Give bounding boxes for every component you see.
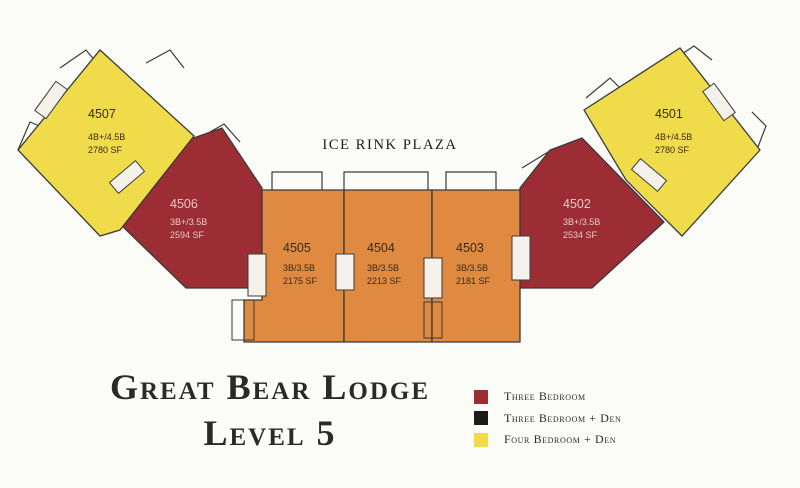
unit-number: 4505: [283, 241, 311, 255]
unit-beds: 4B+/4.5B: [88, 132, 125, 142]
unit-number: 4502: [563, 197, 591, 211]
unit-number: 4503: [456, 241, 484, 255]
unit-area: 2175 SF: [283, 276, 318, 286]
stair-cores: [34, 80, 736, 341]
legend: Three Bedroom Three Bedroom + Den Four B…: [474, 386, 621, 451]
label-4507: 4507 4B+/4.5B 2780 SF: [88, 107, 125, 155]
legend-label: Three Bedroom + Den: [504, 410, 622, 425]
unit-number: 4504: [367, 241, 395, 255]
unit-area: 2181 SF: [456, 276, 491, 286]
label-4505: 4505 3B/3.5B 2175 SF: [283, 241, 318, 286]
unit-area: 2594 SF: [170, 230, 205, 240]
plaza-label: ICE RINK PLAZA: [322, 137, 457, 153]
legend-swatch: [474, 432, 488, 447]
label-4502: 4502 3B+/3.5B 2534 SF: [563, 197, 600, 240]
unit-beds: 4B+/4.5B: [655, 132, 692, 142]
legend-item-three-bedroom-den: Three Bedroom + Den: [474, 408, 621, 430]
unit-area: 2780 SF: [655, 145, 690, 155]
label-4506: 4506 3B+/3.5B 2594 SF: [170, 197, 207, 240]
unit-beds: 3B/3.5B: [283, 263, 315, 273]
unit-area: 2780 SF: [88, 145, 123, 155]
unit-beds: 3B+/3.5B: [170, 217, 207, 227]
title-line-1: Great Bear Lodge: [109, 367, 431, 407]
unit-number: 4501: [655, 107, 683, 121]
legend-item-three-bedroom: Three Bedroom: [474, 386, 621, 408]
unit-beds: 3B/3.5B: [456, 263, 488, 273]
legend-label: Three Bedroom: [504, 389, 586, 404]
unit-beds: 3B+/3.5B: [563, 217, 600, 227]
label-4501: 4501 4B+/4.5B 2780 SF: [655, 107, 692, 155]
unit-area: 2213 SF: [367, 276, 402, 286]
legend-swatch: [474, 389, 488, 404]
legend-swatch: [474, 411, 488, 426]
unit-beds: 3B/3.5B: [367, 263, 399, 273]
label-4503: 4503 3B/3.5B 2181 SF: [456, 241, 491, 286]
unit-area: 2534 SF: [563, 230, 598, 240]
label-4504: 4504 3B/3.5B 2213 SF: [367, 241, 402, 286]
legend-label: Four Bedroom + Den: [504, 432, 617, 447]
unit-number: 4507: [88, 107, 116, 121]
unit-number: 4506: [170, 197, 198, 211]
title-line-2: Level 5: [203, 413, 337, 453]
legend-item-four-bedroom-den: Four Bedroom + Den: [474, 429, 621, 451]
